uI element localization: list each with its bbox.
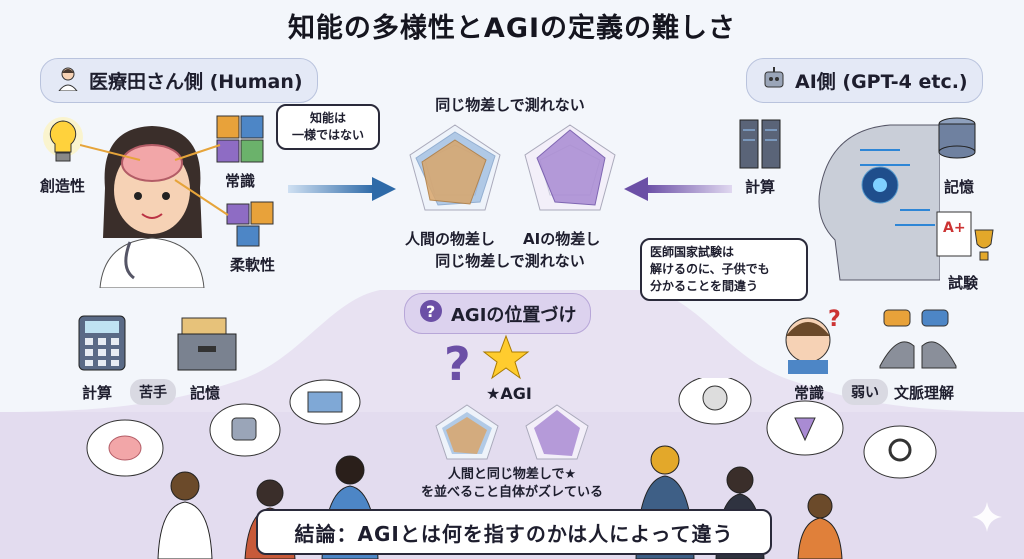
agi-note-line-1: 人間と同じ物差しで★ [447,467,577,482]
question-star-icon: ? [444,334,530,388]
small-ai-radar [525,404,589,460]
robot-icon [761,65,787,96]
center-caption-bottom: 同じ物差しで測れない [435,252,585,270]
agi-note-line-2: を並べること自体がズレている [420,485,603,500]
human-radar-chart [409,124,501,211]
exam-trophy-icon: A+ [936,211,994,261]
svg-text:?: ? [828,307,841,332]
conclusion-banner: 結論：AGIとは何を指すのかは人によって違う [256,509,772,555]
question-circle-icon: ? [419,299,443,328]
flexibility-label: 柔軟性 [230,256,276,274]
left-arrow [624,177,732,201]
weak-calc-label: 計算 [82,384,113,402]
weak-right-badge: 弱い [842,379,888,405]
database-icon [938,117,976,159]
ai-side-title: AI側 (GPT-4 etc.) [795,71,968,93]
small-human-radar [435,404,499,460]
agi-section-header: ? AGIの位置づけ [404,293,592,334]
weak-left-badge: 苦手 [130,379,176,405]
ai-bubble-line-2: 解けるのに、子供でも [650,262,770,276]
puzzle-icon [216,115,264,163]
page-title: 知能の多様性とAGIの定義の難しさ [287,13,737,44]
common-sense-label: 常識 [225,172,256,190]
human-side-header: 医療田さん側 (Human) [40,58,318,103]
broken-bridge-icon [879,309,957,369]
human-bubble-line-1: 知能は [309,111,346,125]
file-box-icon [177,317,237,371]
server-icon [739,119,781,169]
human-speech-bubble: 知能は 一様ではない [276,104,380,150]
calculation-label: 計算 [745,178,776,196]
human-side-title: 医療田さん側 (Human) [89,71,303,93]
svg-text:A+: A+ [943,220,966,236]
calculator-icon [78,315,126,371]
weak-common-sense-label: 常識 [794,384,825,402]
ai-radar-label: AIの物差し [523,230,601,248]
ai-side-header: AI側 (GPT-4 etc.) [746,58,983,103]
ai-head-illustration [818,124,940,281]
ai-bubble-line-3: 分かることを間違う [650,279,759,293]
doctor-illustration [99,126,205,288]
right-arrow [288,177,396,201]
agi-star-label: ★AGI [486,384,532,403]
human-radar-label: 人間の物差し [405,230,496,248]
human-bubble-line-2: 一様ではない [291,128,364,142]
brain-connectors [80,144,229,216]
lightbulb-icon [43,117,83,162]
agi-section-title: AGIの位置づけ [451,304,577,326]
center-caption-top: 同じ物差しで測れない [435,96,585,114]
ai-speech-bubble: 医師国家試験は 解けるのに、子供でも 分かることを間違う [640,238,808,301]
sparkle-icon [972,502,1002,532]
svg-text:?: ? [426,302,435,321]
weak-memory-label: 記憶 [190,384,221,402]
doctor-avatar-icon [55,65,81,96]
svg-text:?: ? [444,337,471,388]
creativity-label: 創造性 [40,177,86,195]
ai-bubble-line-1: 医師国家試験は [650,245,735,259]
agi-note: 人間と同じ物差しで★ を並べること自体がズレている [404,466,620,502]
weak-reading-label: 文脈理解 [894,384,955,402]
exam-label: 試験 [948,274,979,292]
confused-child-icon: ? [785,307,841,374]
puzzle-pieces-icon [226,201,274,247]
memory-label: 記憶 [944,178,975,196]
ai-radar-chart [524,124,616,211]
